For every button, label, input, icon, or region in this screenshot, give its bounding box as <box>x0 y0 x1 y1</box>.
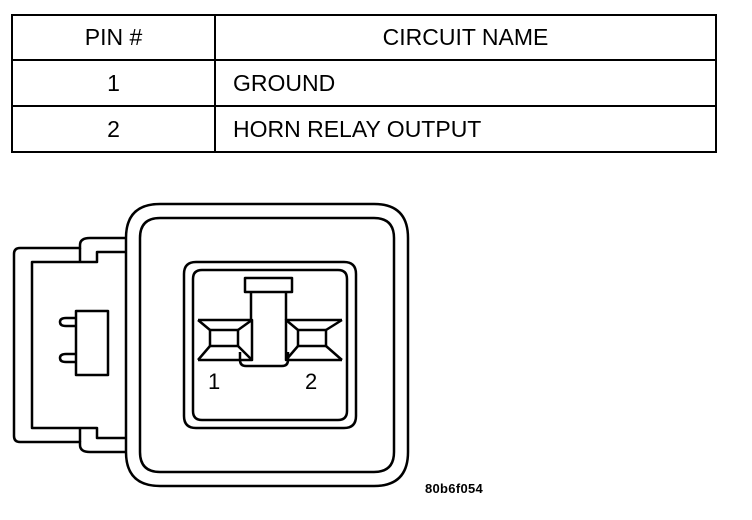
pin-column-header: PIN # <box>11 14 216 61</box>
pin-label-1: 1 <box>208 369 220 394</box>
connector-housing-inner-edge <box>138 216 396 474</box>
figure-code: 80b6f054 <box>425 481 484 496</box>
terminal-1 <box>197 318 254 362</box>
pin-label-2: 2 <box>305 369 317 394</box>
pin-number-cell: 1 <box>11 59 216 107</box>
table-row: 2 HORN RELAY OUTPUT <box>11 105 717 153</box>
terminal-cavity-inner <box>191 268 349 422</box>
terminal-2 <box>284 318 343 362</box>
circuit-name-cell: GROUND <box>214 59 717 107</box>
table-header-row: PIN # CIRCUIT NAME <box>11 14 717 61</box>
table-row: 1 GROUND <box>11 59 717 107</box>
connector-latch <box>12 236 127 454</box>
circuit-column-header: CIRCUIT NAME <box>214 14 717 61</box>
terminal-cavity <box>182 260 358 430</box>
connector-housing <box>124 202 410 488</box>
polarizing-key <box>238 276 294 368</box>
circuit-name-cell: HORN RELAY OUTPUT <box>214 105 717 153</box>
pin-circuit-table: PIN # CIRCUIT NAME 1 GROUND 2 HORN RELAY… <box>11 14 717 153</box>
pin-number-cell: 2 <box>11 105 216 153</box>
